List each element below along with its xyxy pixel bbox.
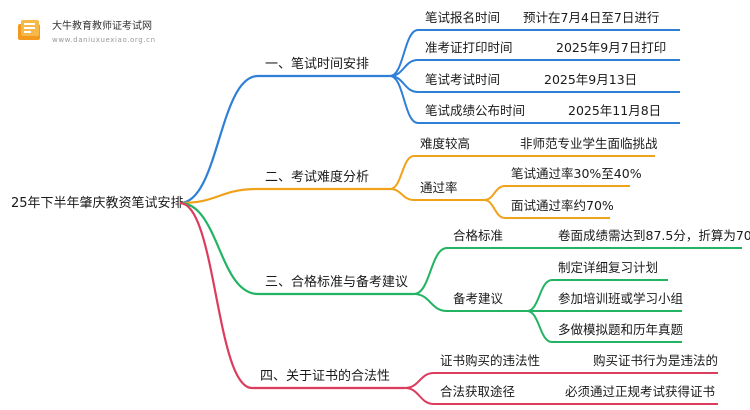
branch-standards-and-advice: 三、合格标准与备考建议	[265, 274, 408, 290]
connector-b2-child-2	[389, 188, 415, 201]
connector-b3-sub-3	[526, 310, 553, 343]
node-difficulty-high: 难度较高	[420, 136, 470, 151]
connector-b2-sub-1	[483, 185, 506, 201]
branch-connectors	[179, 29, 742, 405]
value-purchase-illegal: 购买证书行为是违法的	[593, 353, 718, 368]
node-admission-print-time: 准考证打印时间	[425, 40, 513, 55]
value-pass-standard: 卷面成绩需达到87.5分，折算为70分	[558, 228, 750, 243]
connector-b2-sub-2	[483, 199, 506, 219]
logo-title: 大牛教育教师证考试网	[52, 19, 152, 32]
book-logo-icon	[18, 20, 40, 40]
value-exam-time: 2025年9月13日	[544, 72, 637, 87]
value-legal-path: 必须通过正规考试获得证书	[565, 384, 715, 399]
value-admission-print-time: 2025年9月7日打印	[556, 40, 666, 55]
value-study-plan: 制定详细复习计划	[558, 260, 658, 275]
value-training-group: 参加培训班或学习小组	[558, 291, 683, 306]
value-difficulty-high: 非师范专业学生面临挑战	[520, 136, 658, 151]
branch-certificate-legality: 四、关于证书的合法性	[260, 368, 390, 384]
value-interview-pass-rate: 面试通过率约70%	[511, 198, 614, 213]
connector-b3-child-1	[413, 247, 448, 295]
value-registration-time: 预计在7月4日至7日进行	[523, 10, 659, 25]
connector-b1-child-4	[389, 75, 419, 124]
connector-b4-child-2	[404, 387, 435, 405]
node-prep-advice: 备考建议	[453, 291, 504, 306]
value-result-release-time: 2025年11月8日	[568, 103, 661, 118]
connector-b3-child-2	[413, 293, 448, 312]
connector-root-branch-1	[179, 74, 259, 205]
logo-url: www.daniuxuexiao.org.cn	[52, 36, 156, 44]
connector-b4-child-1	[404, 372, 435, 389]
node-pass-rate: 通过率	[420, 180, 458, 195]
connector-root-branch-4	[179, 201, 253, 390]
connector-b3-sub-1	[526, 279, 553, 312]
branch-difficulty-analysis: 二、考试难度分析	[265, 169, 369, 185]
value-mock-exams: 多做模拟题和历年真题	[558, 322, 684, 337]
node-exam-time: 笔试考试时间	[425, 72, 500, 87]
value-written-pass-rate: 笔试通过率30%至40%	[511, 166, 642, 181]
node-purchase-illegal: 证书购买的违法性	[440, 353, 540, 368]
logo: 大牛教育教师证考试网 www.daniuxuexiao.org.cn	[18, 19, 156, 44]
root-node: 25年下半年肇庆教资笔试安排	[11, 195, 184, 211]
node-registration-time: 笔试报名时间	[425, 10, 500, 25]
branch-time-schedule: 一、笔试时间安排	[265, 56, 369, 72]
connector-b2-child-1	[389, 155, 415, 190]
connector-root-branch-2	[179, 187, 259, 205]
node-pass-standard: 合格标准	[453, 228, 503, 243]
node-result-release-time: 笔试成绩公布时间	[425, 103, 525, 118]
node-legal-path: 合法获取途径	[440, 384, 515, 399]
connector-root-branch-3	[179, 201, 259, 296]
